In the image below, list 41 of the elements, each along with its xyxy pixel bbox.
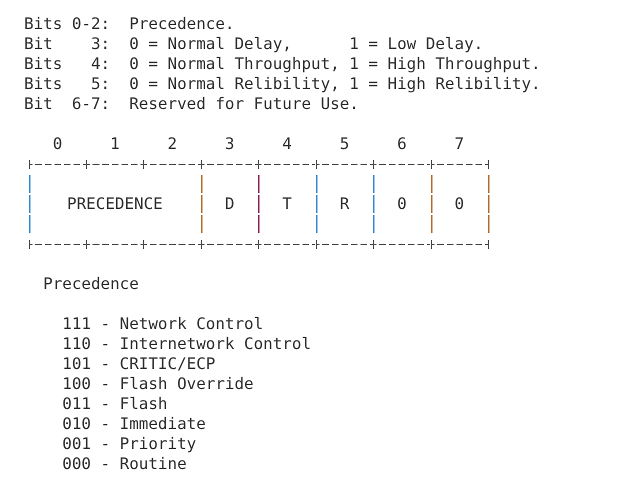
field-description: Reserved for Future Use. xyxy=(129,94,359,114)
field-name: 0 xyxy=(454,194,464,214)
value-description: 1 = High Relibility. xyxy=(349,74,541,94)
bit-number: 0 xyxy=(52,134,62,154)
field-description: Precedence. xyxy=(129,14,234,34)
bit-position: 5: xyxy=(90,74,110,94)
bit-keyword: Bits xyxy=(24,14,62,34)
bit-keyword: Bit xyxy=(24,34,53,54)
bit-position: 3: xyxy=(90,34,110,54)
field-name: R xyxy=(340,194,350,214)
value-description: 1 = High Throughput. xyxy=(349,54,541,74)
precedence-code: 111 - Network Control xyxy=(62,314,264,334)
precedence-code: 100 - Flash Override xyxy=(62,374,254,394)
field-name: T xyxy=(282,194,292,214)
bit-number: 1 xyxy=(110,134,120,154)
bit-position: 4: xyxy=(90,54,110,74)
field-name: PRECEDENCE xyxy=(67,194,163,214)
bit-keyword: Bit xyxy=(24,94,53,114)
bit-number: 4 xyxy=(282,134,292,154)
bit-keyword: Bits xyxy=(24,54,62,74)
field-description: 0 = Normal Delay, xyxy=(129,34,292,54)
bit-position: 0-2: xyxy=(72,14,110,34)
section-heading: Precedence xyxy=(43,274,139,294)
field-description: 0 = Normal Throughput, xyxy=(129,54,340,74)
bit-number: 3 xyxy=(224,134,234,154)
precedence-code: 101 - CRITIC/ECP xyxy=(62,354,216,374)
precedence-code: 011 - Flash xyxy=(62,394,168,414)
bit-keyword: Bits xyxy=(24,74,62,94)
precedence-code: 000 - Routine xyxy=(62,454,187,474)
field-name: 0 xyxy=(397,194,407,214)
bit-position: 6-7: xyxy=(72,94,110,114)
precedence-code: 001 - Priority xyxy=(62,434,196,454)
bit-number: 2 xyxy=(168,134,178,154)
value-description: 1 = Low Delay. xyxy=(349,34,484,54)
field-description: 0 = Normal Relibility, xyxy=(129,74,340,94)
bit-number: 6 xyxy=(397,134,407,154)
bit-number: 5 xyxy=(340,134,350,154)
precedence-code: 010 - Immediate xyxy=(62,414,206,434)
bit-number: 7 xyxy=(454,134,464,154)
field-name: D xyxy=(224,194,234,214)
precedence-code: 110 - Internetwork Control xyxy=(62,334,312,354)
